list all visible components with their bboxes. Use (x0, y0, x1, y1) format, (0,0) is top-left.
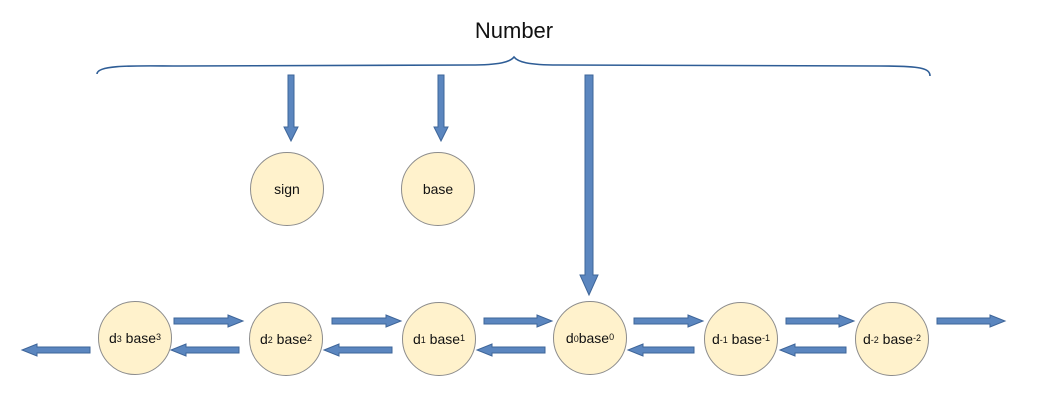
arrow-to-sign (283, 74, 299, 143)
exponent: -1 (762, 333, 771, 343)
exponent: 0 (609, 332, 615, 342)
base-word: base (731, 331, 763, 347)
digit-index: -2 (870, 335, 879, 345)
base-word: base (882, 331, 914, 347)
exponent: -2 (913, 333, 922, 343)
arrow-to-base (433, 74, 449, 143)
arrow-to-digits (579, 74, 599, 297)
digit-symbol: d (412, 331, 421, 347)
base-node: base (401, 152, 475, 226)
arrow-right-2 (331, 314, 403, 328)
curly-brace (96, 55, 931, 77)
sign-node: sign (250, 152, 324, 226)
digit-index: 3 (116, 334, 122, 344)
digit-symbol: d (259, 331, 268, 347)
arrow-left-0 (20, 343, 91, 357)
digit-symbol: d (862, 331, 871, 347)
arrow-left-1 (169, 343, 240, 357)
digit-index: -1 (719, 335, 728, 345)
digit-index: 1 (420, 335, 426, 345)
base-label: base (422, 181, 454, 197)
digit-node-minus-1: d-1 base-1 (704, 302, 778, 376)
exponent: 3 (156, 332, 162, 342)
base-word: base (276, 331, 308, 347)
exponent: 2 (307, 333, 313, 343)
digit-symbol: d (565, 330, 574, 346)
exponent: 1 (460, 333, 466, 343)
sign-label: sign (274, 181, 300, 197)
base-word: base (578, 330, 610, 346)
arrow-right-1 (173, 314, 245, 328)
arrow-left-4 (626, 343, 695, 357)
arrow-right-3 (483, 314, 554, 328)
digit-node-minus-2: d-2 base-2 (855, 302, 929, 376)
arrow-left-5 (778, 343, 847, 357)
diagram-title: Number (474, 18, 554, 43)
arrow-left-2 (322, 343, 393, 357)
digit-symbol: d (108, 330, 117, 346)
arrow-right-6 (936, 314, 1007, 328)
digit-symbol: d (711, 331, 720, 347)
base-word: base (429, 331, 461, 347)
base-word: base (125, 330, 157, 346)
digit-index: 0 (573, 334, 579, 344)
arrow-left-3 (475, 343, 546, 357)
arrow-right-5 (785, 314, 856, 328)
arrow-right-4 (633, 314, 705, 328)
digit-index: 2 (267, 335, 273, 345)
